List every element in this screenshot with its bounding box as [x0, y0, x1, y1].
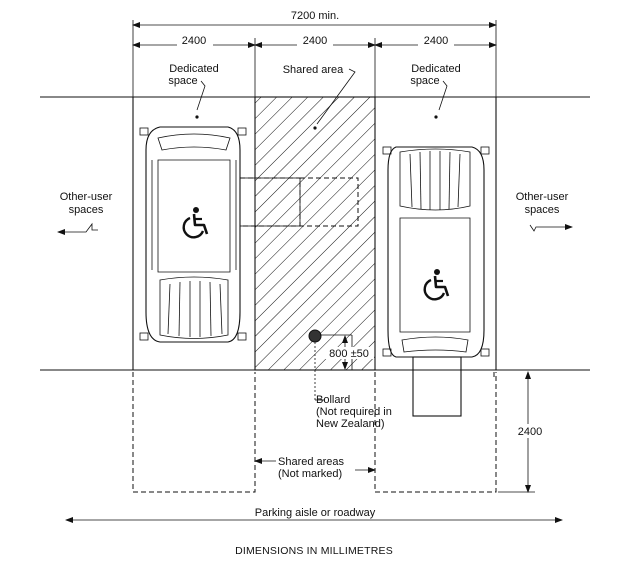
shared-area-hatch	[254, 96, 376, 371]
ramp-area	[412, 356, 462, 417]
other-user-left-label: Other-user	[60, 191, 113, 203]
other-user-right-label: Other-user	[516, 191, 569, 203]
left-car	[139, 126, 247, 343]
left-bay-width-label: 2400	[182, 35, 206, 47]
dedicated-space-left-label: Dedicated	[169, 63, 219, 75]
bollard-offset-label: 800 ±50	[329, 348, 369, 360]
right-car	[382, 146, 490, 358]
units-caption: DIMENSIONS IN MILLIMETRES	[235, 545, 393, 557]
svg-text:(Not marked): (Not marked)	[278, 468, 342, 480]
total-width-label: 7200 min.	[291, 10, 339, 22]
bollard-icon	[308, 329, 322, 343]
svg-text:space: space	[168, 75, 197, 87]
top-dimensions: 7200 min. 2400 2400 2400	[132, 8, 497, 97]
shared-area-label: Shared area	[283, 64, 344, 76]
svg-text:spaces: spaces	[69, 204, 104, 216]
svg-text:(Not required in: (Not required in	[316, 406, 392, 418]
svg-text:New Zealand): New Zealand)	[316, 418, 384, 430]
aisle-label: Parking aisle or roadway	[255, 507, 376, 519]
right-bay-width-label: 2400	[424, 35, 448, 47]
shared-width-label: 2400	[303, 35, 327, 47]
shared-areas-dashed	[132, 372, 497, 493]
dedicated-space-right-label: Dedicated	[411, 63, 461, 75]
depth-label: 2400	[518, 426, 542, 438]
svg-text:space: space	[410, 75, 439, 87]
svg-text:spaces: spaces	[525, 204, 560, 216]
bollard-label: Bollard	[316, 394, 350, 406]
shared-areas-label: Shared areas	[278, 456, 345, 468]
